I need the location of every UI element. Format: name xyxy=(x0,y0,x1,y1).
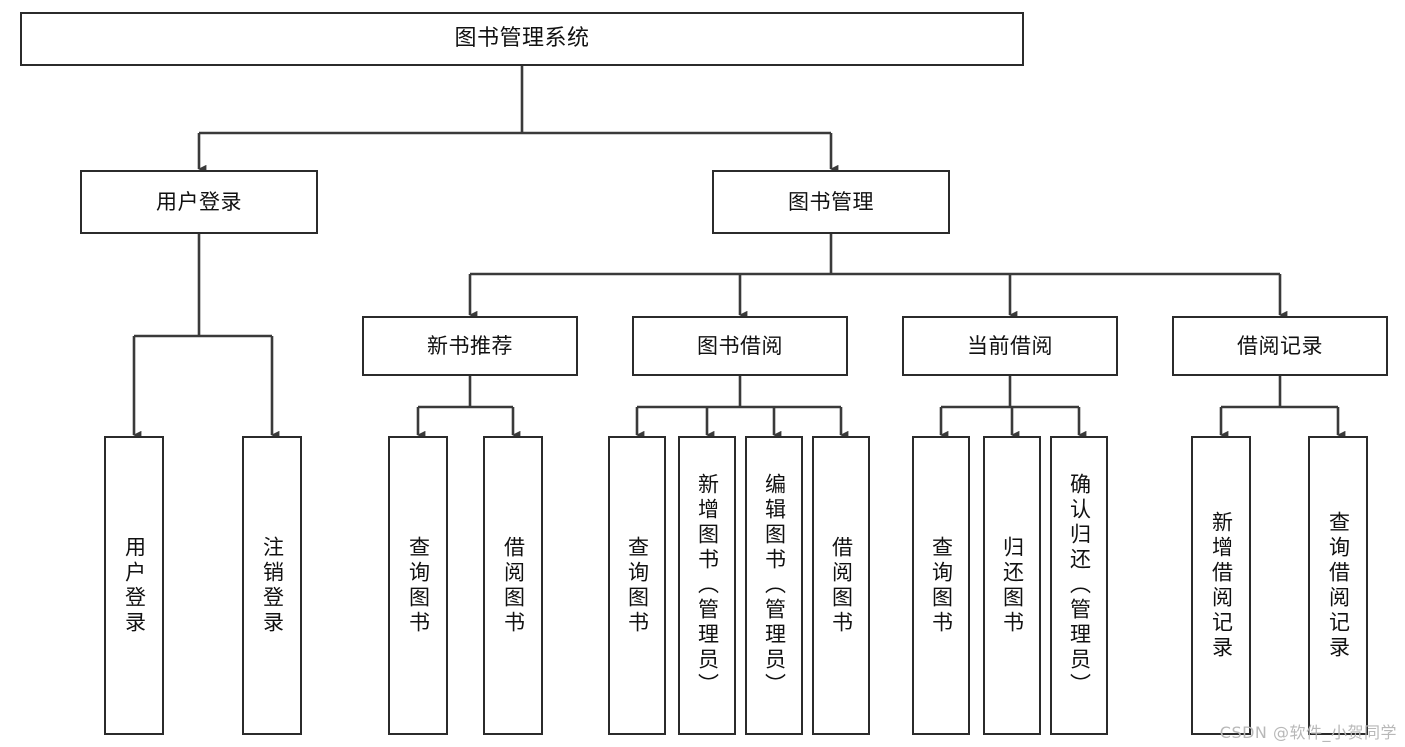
node-label: 查询图书 xyxy=(929,535,954,636)
node-label: 查询图书 xyxy=(625,535,650,636)
node-label: 借阅记录 xyxy=(1237,333,1323,358)
node-label: 借阅图书 xyxy=(501,535,526,636)
node-new-book-rec: 新书推荐 xyxy=(362,316,578,376)
node-leaf-query-book-2: 查询图书 xyxy=(608,436,666,735)
node-leaf-user-login: 用户登录 xyxy=(104,436,164,735)
node-leaf-borrow-book-1: 借阅图书 xyxy=(483,436,543,735)
node-label: 图书管理系统 xyxy=(454,26,590,52)
node-leaf-add-borrow-record: 新增借阅记录 xyxy=(1191,436,1251,735)
node-book-borrow: 图书借阅 xyxy=(632,316,848,376)
node-label: 用户登录 xyxy=(156,189,242,214)
node-label: 图书借阅 xyxy=(697,333,783,358)
node-label: 用户登录 xyxy=(122,535,147,636)
node-leaf-borrow-book-2: 借阅图书 xyxy=(812,436,870,735)
node-label: 归还图书 xyxy=(1000,535,1025,636)
node-label: 查询图书 xyxy=(406,535,431,636)
connector-lines xyxy=(132,66,1346,440)
watermark-csdn: CSDN @软件_小贺同学 xyxy=(1219,723,1397,742)
node-label: 图书管理 xyxy=(788,189,874,214)
node-label: 确认归还（管理员） xyxy=(1067,473,1092,698)
node-leaf-confirm-return-admin: 确认归还（管理员） xyxy=(1050,436,1108,735)
node-user-login: 用户登录 xyxy=(80,170,318,234)
node-leaf-add-book-admin: 新增图书（管理员） xyxy=(678,436,736,735)
node-leaf-query-book-1: 查询图书 xyxy=(388,436,448,735)
node-label: 借阅图书 xyxy=(829,535,854,636)
node-leaf-query-book-3: 查询图书 xyxy=(912,436,970,735)
node-label: 查询借阅记录 xyxy=(1326,510,1351,661)
node-label: 编辑图书（管理员） xyxy=(762,473,787,698)
node-label: 新书推荐 xyxy=(427,333,513,358)
node-label: 新增借阅记录 xyxy=(1209,510,1234,661)
node-borrow-record: 借阅记录 xyxy=(1172,316,1388,376)
node-leaf-return-book: 归还图书 xyxy=(983,436,1041,735)
node-root: 图书管理系统 xyxy=(20,12,1024,66)
node-leaf-edit-book-admin: 编辑图书（管理员） xyxy=(745,436,803,735)
node-current-borrow: 当前借阅 xyxy=(902,316,1118,376)
node-leaf-query-borrow-record: 查询借阅记录 xyxy=(1308,436,1368,735)
node-label: 新增图书（管理员） xyxy=(695,473,720,698)
node-label: 注销登录 xyxy=(260,535,285,636)
node-leaf-logout: 注销登录 xyxy=(242,436,302,735)
node-label: 当前借阅 xyxy=(967,333,1053,358)
node-book-manage: 图书管理 xyxy=(712,170,950,234)
